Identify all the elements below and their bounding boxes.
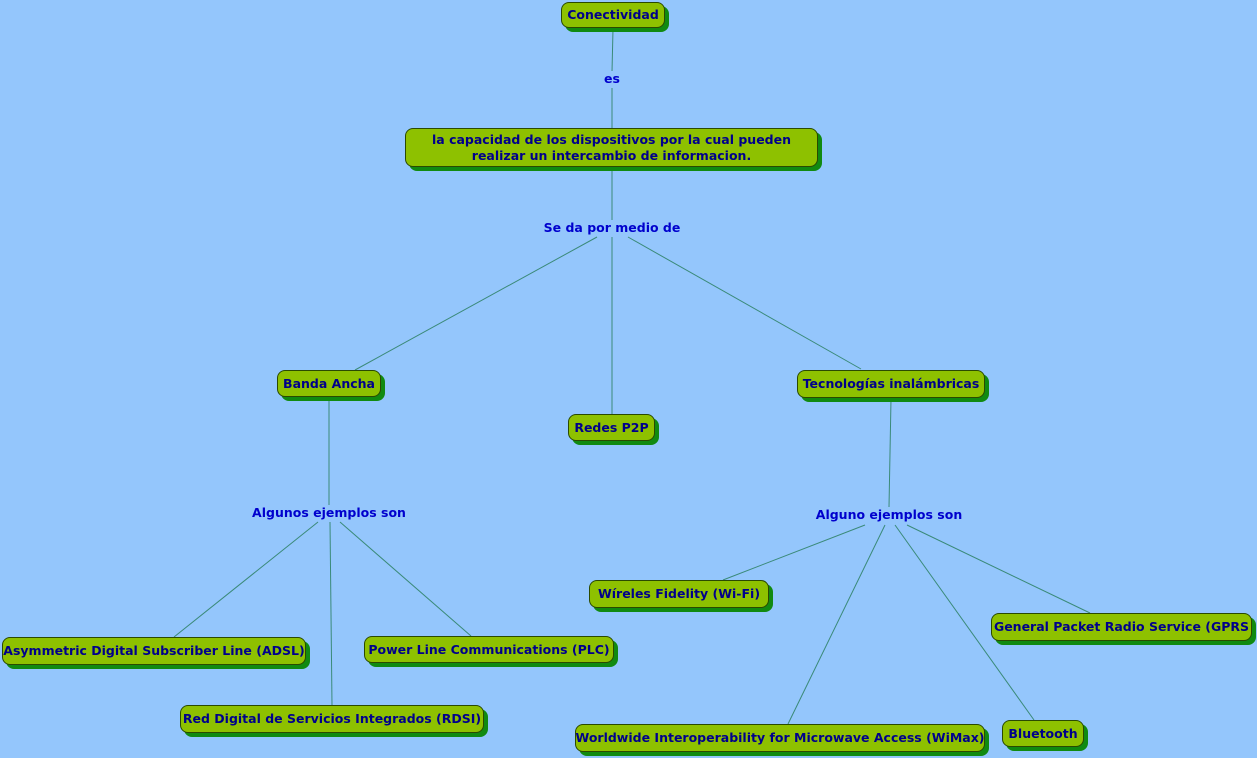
- node-wifi[interactable]: Wíreles Fidelity (Wi-Fi): [589, 580, 769, 608]
- line-algunos-rdsi: [329, 521, 333, 706]
- line-conectividad-es: [611, 28, 614, 73]
- link-label-se-da: Se da por medio de: [540, 220, 684, 236]
- node-plc[interactable]: Power Line Communications (PLC): [364, 636, 614, 663]
- link-label-algunos-ejemplos: Algunos ejemplos son: [249, 505, 409, 521]
- node-bluetooth[interactable]: Bluetooth: [1002, 720, 1084, 747]
- node-gprs[interactable]: General Packet Radio Service (GPRS: [991, 613, 1252, 641]
- line-alguno-gprs: [906, 524, 1091, 614]
- line-tecinal-alguno: [888, 398, 892, 508]
- node-adsl[interactable]: Asymmetric Digital Subscriber Line (ADSL…: [2, 637, 306, 665]
- node-banda-ancha[interactable]: Banda Ancha: [277, 370, 381, 397]
- line-algunos-plc: [339, 521, 472, 637]
- line-alguno-wimax: [787, 524, 886, 725]
- line-seda-tecinal: [627, 236, 862, 370]
- node-conectividad[interactable]: Conectividad: [561, 2, 665, 28]
- line-seda-bandaancha: [354, 236, 598, 371]
- line-alguno-bluetooth: [894, 524, 1035, 721]
- node-tecnologias-inalambricas[interactable]: Tecnologías inalámbricas: [797, 370, 985, 398]
- node-wimax[interactable]: Worldwide Interoperability for Microwave…: [575, 724, 985, 752]
- line-algunos-adsl: [173, 521, 319, 638]
- node-rdsi[interactable]: Red Digital de Servicios Integrados (RDS…: [180, 705, 484, 733]
- link-label-es: es: [601, 71, 623, 87]
- link-label-alguno-ejemplos: Alguno ejemplos son: [812, 507, 966, 523]
- node-definicion[interactable]: la capacidad de los dispositivos por la …: [405, 128, 818, 167]
- node-redes-p2p[interactable]: Redes P2P: [568, 414, 655, 441]
- line-alguno-wifi: [722, 524, 866, 581]
